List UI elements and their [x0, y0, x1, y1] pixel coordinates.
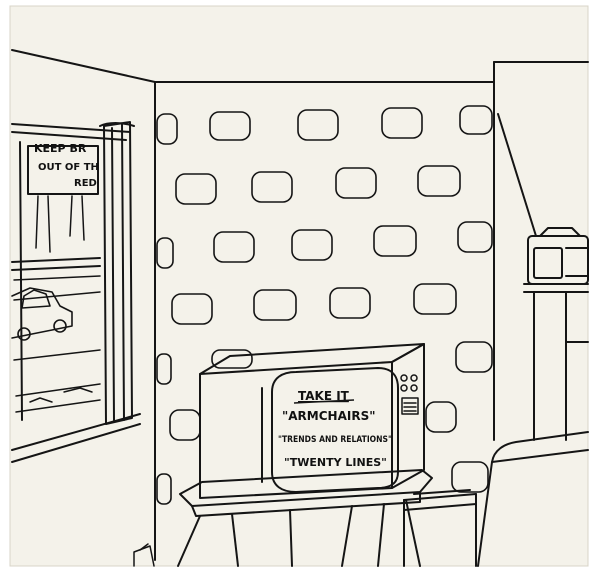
outside-street [13, 275, 101, 413]
room-walls [11, 49, 589, 561]
tv-knob-3 [400, 384, 408, 392]
tv-knob-2 [410, 374, 418, 382]
tv-knob-4 [410, 384, 418, 392]
tv-controls [400, 374, 419, 415]
sign-posts [35, 195, 85, 253]
tv-table [177, 469, 433, 567]
tv-underline [293, 399, 355, 404]
tv-line-take-it: TAKE IT [298, 389, 350, 403]
sign-line-2: OUT OF TH [38, 162, 99, 173]
armchair [477, 431, 589, 567]
tv-speaker-grille [401, 397, 419, 415]
car [11, 287, 73, 341]
sign-line-3: RED [74, 178, 97, 189]
curtain [99, 121, 135, 425]
tv-line-armchairs: "ARMCHAIRS" [282, 409, 375, 423]
tv-line-twenty-lines: "TWENTY LINES" [284, 456, 387, 469]
tv-knob-1 [400, 374, 408, 382]
tv-line-trends: "TRENDS AND RELATIONS" [278, 435, 392, 445]
street-sign [27, 145, 99, 195]
radio [497, 113, 589, 285]
window [11, 123, 141, 463]
sign-line-1: KEEP BR [34, 142, 87, 155]
side-box [403, 489, 477, 567]
paper-sheet [9, 5, 589, 567]
floor-object [133, 543, 155, 567]
wallpaper-pattern [156, 105, 493, 505]
television [199, 343, 425, 499]
